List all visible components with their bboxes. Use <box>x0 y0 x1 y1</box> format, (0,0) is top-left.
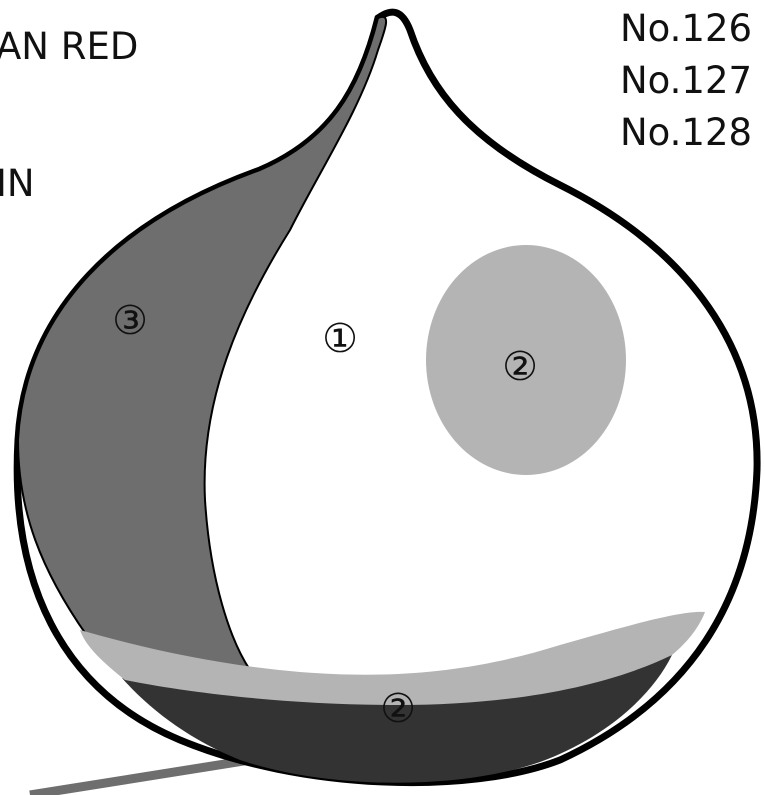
marker-region-3: ③ <box>112 298 148 344</box>
marker-region-2-spot: ② <box>502 344 538 390</box>
marker-region-1: ① <box>322 316 358 362</box>
marker-region-2-bottom: ② <box>380 686 416 732</box>
